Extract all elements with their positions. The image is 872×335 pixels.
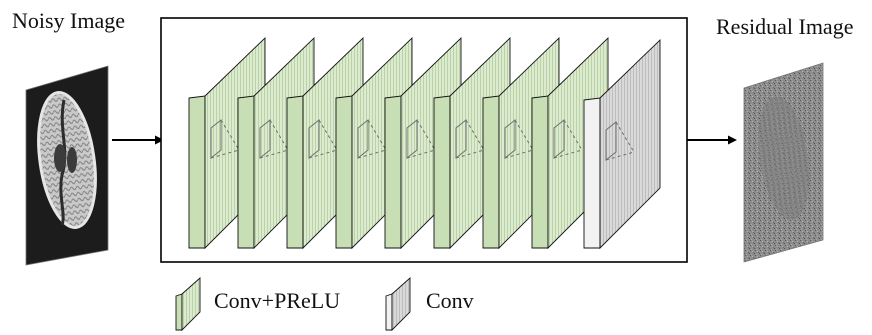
noisy-image [25,65,109,266]
output-arrow [687,135,737,145]
kernel-wireframe [357,118,387,160]
layer-stack [188,36,661,250]
legend-conv-prelu-swatch [175,276,201,332]
kernel-wireframe [259,118,289,160]
legend [175,276,411,332]
legend-conv-label: Conv [426,288,474,313]
legend-conv-prelu-label: Conv+PReLU [214,288,341,313]
kernel-wireframe [455,118,485,160]
kernel-wireframe [605,120,635,162]
noisy-image-label: Noisy Image [12,8,126,33]
residual-image [743,62,824,263]
kernel-wireframe [308,118,338,160]
kernel-wireframe [553,118,583,160]
conv-layer [583,38,661,250]
kernel-wireframe [210,118,240,160]
input-arrow [112,135,164,145]
legend-conv-swatch [385,276,411,332]
kernel-wireframe [406,118,436,160]
kernel-wireframe [504,118,534,160]
residual-image-label: Residual Image [716,14,854,39]
